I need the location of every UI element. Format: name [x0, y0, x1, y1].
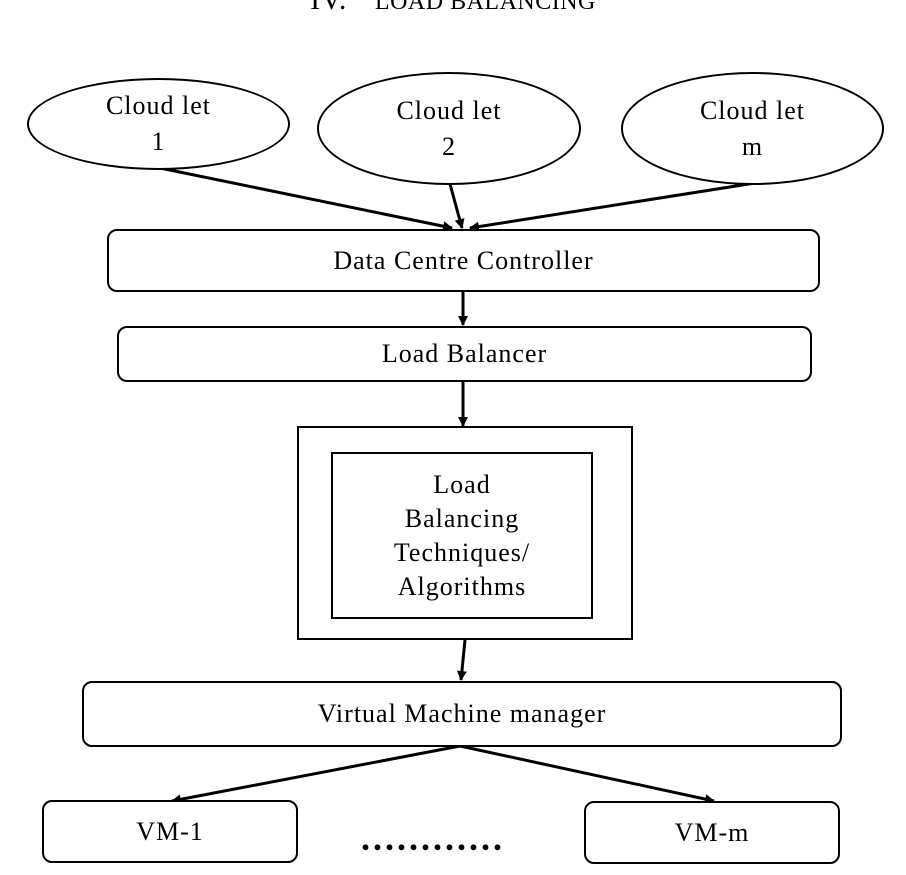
cloudlet-2-label: Cloud let [396, 95, 502, 125]
techniques-inner-box: Load Balancing Techniques/ Algorithms [331, 452, 593, 619]
vm-manager-box: Virtual Machine manager [82, 681, 842, 747]
cloudlet-m-label: Cloud let [699, 95, 806, 125]
arrow-cloudlet-1-to-controller [159, 166, 453, 232]
cloudlet-2-node: Cloud let 2 [317, 72, 581, 185]
arrow-vm-manager-to-vm-m [459, 744, 715, 804]
vm-1-box: VM-1 [42, 800, 298, 863]
techniques-line-4: Algorithms [397, 571, 527, 601]
cloudlet-1-number: 1 [151, 127, 166, 156]
vm-m-label: VM-m [674, 817, 750, 847]
cloudlet-1-label: Cloud let [105, 91, 212, 120]
arrow-techniques-to-vm-manager [456, 639, 467, 681]
arrow-cloudlet-m-to-controller [469, 181, 756, 232]
techniques-line-3: Techniques/ [393, 537, 531, 567]
data-centre-controller-box: Data Centre Controller [107, 229, 820, 292]
vm-m-box: VM-m [584, 801, 840, 864]
arrow-cloudlet-2-to-controller [448, 183, 465, 229]
load-balancer-label: Load Balancer [381, 339, 548, 369]
section-numeral: IV. [310, 0, 347, 16]
techniques-line-1: Load [433, 469, 491, 499]
cloudlet-1-node: Cloud let 1 [27, 78, 290, 170]
load-balancer-box: Load Balancer [117, 326, 812, 382]
arrow-vm-manager-to-vm-1 [171, 744, 461, 805]
vm-ellipsis: ............ [361, 818, 505, 858]
cloudlet-m-node: Cloud let m [621, 72, 884, 185]
section-title: LOAD BALANCING [374, 0, 596, 15]
cloudlet-m-number: m [741, 131, 764, 161]
vm-1-label: VM-1 [136, 816, 204, 846]
cloudlet-2-number: 2 [442, 131, 456, 161]
techniques-line-2: Balancing [404, 503, 520, 533]
vm-manager-label: Virtual Machine manager [317, 699, 607, 729]
section-heading: IV. LOAD BALANCING [0, 0, 906, 20]
data-centre-controller-label: Data Centre Controller [333, 245, 594, 275]
